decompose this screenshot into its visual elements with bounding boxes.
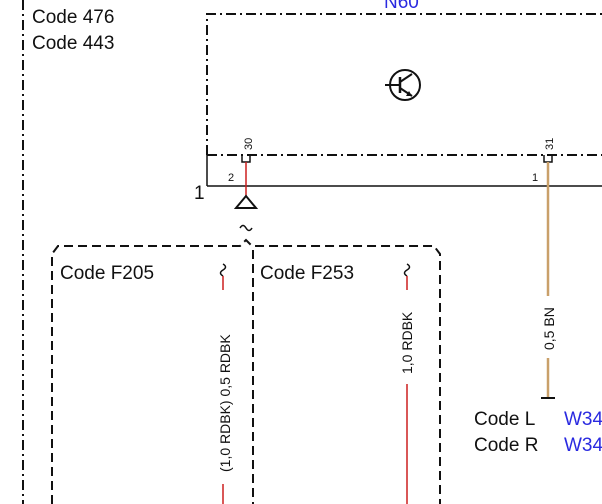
connector-number: 1: [194, 183, 205, 204]
pin-30-terminal-label: 30: [243, 138, 255, 150]
code-l-target-link[interactable]: W34: [564, 409, 602, 430]
component-box-outline: [206, 13, 602, 155]
code-r-label: Code R: [474, 435, 538, 456]
brown-wire-label: 0,5 BN: [541, 307, 557, 350]
f205-wire-label: (1,0 RDBK) 0,5 RDBK: [217, 334, 233, 472]
component-name-label: N60: [384, 0, 419, 13]
code-r-target-link[interactable]: W34: [564, 435, 602, 456]
variant-bracket: [51, 238, 441, 504]
code-l-label: Code L: [474, 409, 535, 430]
variant-f205-label: Code F205: [60, 263, 154, 284]
code-476-label: Code 476: [32, 7, 114, 28]
splice-triangle-icon: [233, 194, 259, 209]
pin-30-terminal: 30 2: [228, 138, 255, 184]
code-443-label: Code 443: [32, 33, 114, 54]
f253-wire-label: 1,0 RDBK: [399, 311, 415, 374]
pin-30-number: 2: [228, 172, 234, 184]
f253-tilde-icon: [403, 263, 411, 277]
tilde-icon: [239, 224, 253, 232]
pin-31-number: 1: [532, 172, 538, 184]
transistor-icon: [385, 69, 421, 101]
pin-31-terminal: 31 1: [532, 138, 556, 184]
variant-f253-label: Code F253: [260, 263, 354, 284]
f205-tilde-icon: [219, 263, 227, 277]
pin-31-terminal-label: 31: [544, 138, 556, 150]
